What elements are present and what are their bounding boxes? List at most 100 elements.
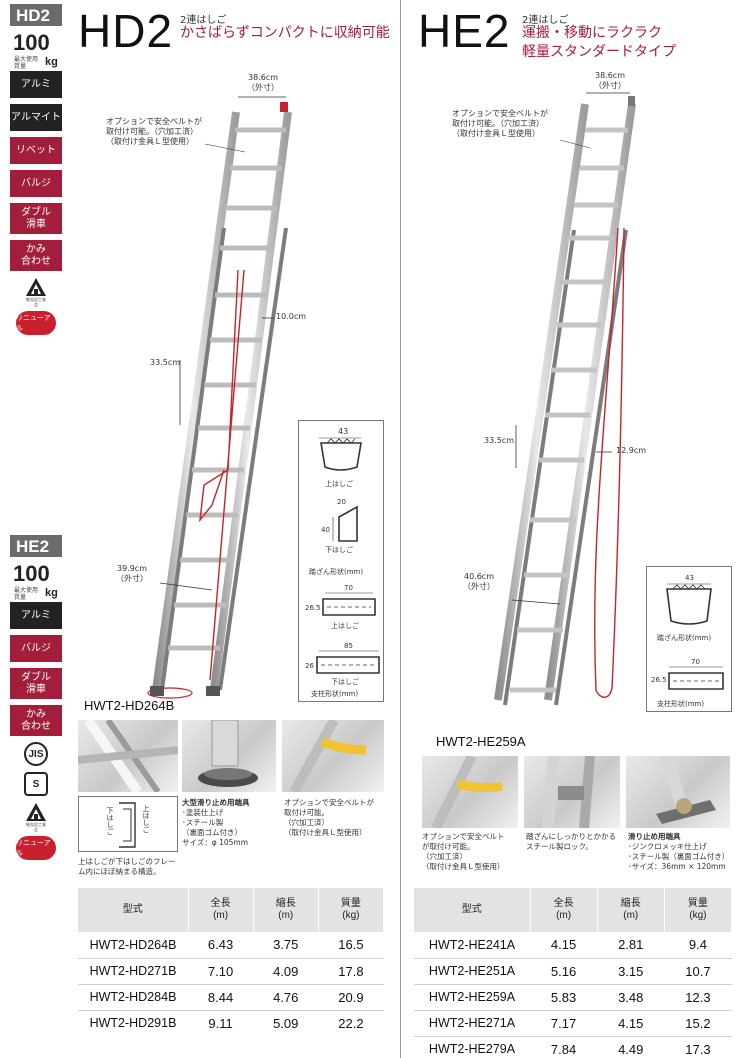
he2-badge: HE2 <box>10 535 62 557</box>
length-cell: 9.11 <box>208 1015 233 1031</box>
hd2-tag-bulge: バルジ <box>10 170 62 197</box>
hd2-col-length: 全長 (m) <box>188 888 254 932</box>
short-length-cell: 2.81 <box>597 932 665 959</box>
he2-rail-w: 70 <box>691 658 700 666</box>
weight-cell: 10.7 <box>664 958 732 985</box>
length-cell: 7.10 <box>188 958 254 985</box>
frame-sketch-lines <box>119 802 136 848</box>
hd2-upper-label: 上はしご <box>325 480 353 488</box>
hd2-spec-table: 型式 全長 (m) 縮長 (m) 質量 (kg) HWT2-HD264B 6.4… <box>78 888 385 1036</box>
he2-col-short-length: 縮長 (m) <box>597 888 665 932</box>
he2-max-load-value: 100 <box>13 561 50 586</box>
table-row: HWT2-HE271A 7.17 4.15 15.2 <box>414 1010 732 1037</box>
he2-photo3-caption: ･ジンクロメッキ仕上げ ･スチール製（裏面ゴム付き） ･サイズ：36mm × 1… <box>628 842 730 871</box>
certification-logo-icon <box>26 278 46 296</box>
hd2-cert-text: 軽仮設工業会 <box>26 297 46 307</box>
he2-profile-diagram: 43 踏ざん形状(mm) 70 26.5 支柱形状(mm) <box>646 566 732 712</box>
hd2-rail-lower-h: 26 <box>305 662 314 670</box>
profile-shapes <box>316 437 380 674</box>
hd2-dim-side: 10.0cm <box>276 312 307 321</box>
model-cell: HWT2-HE271A <box>414 1010 530 1037</box>
hd2-frame-label-upper: 上はしご <box>142 805 150 833</box>
he2-sidebar: HE2 100 最大使用 質量 kg アルミ バルジ ダブル 滑車 かみ 合わせ… <box>10 535 62 860</box>
lock-detail-image <box>542 756 595 828</box>
weight-cell: 22.2 <box>338 1015 364 1031</box>
he2-photo2-caption: 踏ざんにしっかりとかかる スチール製ロック。 <box>526 832 616 851</box>
table-row: HWT2-HD291B 9.11 5.09 22.2 <box>78 1010 384 1036</box>
length-cell: 5.83 <box>530 984 598 1011</box>
length-cell: 6.43 <box>188 932 254 959</box>
hd2-photo-foot <box>182 720 276 792</box>
length-cell: 8.44 <box>188 984 254 1011</box>
hd2-col-model: 型式 <box>78 888 189 932</box>
he2-tag-interlock: かみ 合わせ <box>10 705 62 736</box>
short-length-cell: 3.48 <box>597 984 665 1011</box>
he2-dim-top: 38.6cm （外寸） <box>594 71 626 90</box>
model-cell: HWT2-HD271B <box>78 958 188 985</box>
hd2-lower-a: 20 <box>337 498 346 506</box>
model-cell: HWT2-HE259A <box>414 984 530 1011</box>
hd2-tag-interlock: かみ 合わせ <box>10 240 62 271</box>
length-cell: 7.84 <box>550 1041 577 1057</box>
he2-step-width: 43 <box>685 574 694 582</box>
length-cell: 5.16 <box>530 958 598 985</box>
hd2-tag-rivet: リベット <box>10 137 62 164</box>
he2-dim-pitch: 33.5cm <box>484 436 515 445</box>
he2-dim-bottom: 40.6cm （外寸） <box>463 572 495 591</box>
column-divider <box>400 0 401 1058</box>
he2-tag-bulge: バルジ <box>10 635 62 662</box>
jis-mark-icon: JIS <box>24 742 48 766</box>
hd2-ladder <box>147 96 292 699</box>
he2-profile-shapes <box>666 583 724 690</box>
hd2-col-weight: 質量 (kg) <box>318 888 385 932</box>
he2-col-weight: 質量 (kg) <box>664 888 733 932</box>
hd2-frame-label-lower: 下はしご <box>106 807 114 835</box>
hd2-lower-label: 下はしご <box>325 546 353 554</box>
weight-cell: 16.5 <box>318 932 384 959</box>
table-row: HWT2-HD264B 6.43 3.75 16.5 <box>78 932 384 959</box>
short-length-cell: 4.09 <box>253 958 319 985</box>
belt-detail-image <box>289 720 367 792</box>
hd2-tag-alumite: アルマイト <box>10 104 62 131</box>
short-length-cell: 5.09 <box>273 1015 299 1031</box>
table-row: HWT2-HE251A 5.16 3.15 10.7 <box>414 958 732 985</box>
hd2-max-load-label: 最大使用 質量 <box>14 56 39 70</box>
he2-option-note: オプションで安全ベルトが 取付け可能。（穴加工済） （取付け金具Ｌ型使用） <box>452 109 548 138</box>
hd2-lower-b: 40 <box>321 526 330 534</box>
he2-model-title: HE2 <box>418 5 511 57</box>
hd2-tag-double-pulley: ダブル 滑車 <box>10 203 62 234</box>
hd2-photo3-caption: オプションで安全ベルトが 取付け可能。 （穴加工済） （取付け金具Ｌ型使用） <box>284 798 374 837</box>
weight-cell: 17.8 <box>318 958 384 985</box>
hd2-max-load: 100 最大使用 質量 kg <box>10 30 62 71</box>
he2-photo3-caption-title: 滑り止め用端具 <box>628 832 681 841</box>
hd2-subtitle-small: 2連はしご <box>180 15 227 26</box>
weight-cell: 20.9 <box>318 984 384 1011</box>
he2-table-header-row: 型式 全長 (m) 縮長 (m) 質量 (kg) <box>414 888 733 932</box>
hd2-tag-aluminum: アルミ <box>10 71 62 98</box>
he2-max-load-label: 最大使用 質量 <box>14 587 39 601</box>
he2-dim-side: 12.9cm <box>616 446 647 455</box>
hd2-frame-sketch: 上はしご 下はしご <box>78 796 178 852</box>
he2-foot-detail-image <box>656 756 716 824</box>
he2-subtitle-big: 運搬・移動にラクラク 軽量スタンダードタイプ <box>522 25 676 60</box>
he2-renewal-badge: リニューアル <box>16 836 56 860</box>
frame-detail-image <box>78 720 178 792</box>
hd2-col-short-length: 縮長 (m) <box>253 888 319 932</box>
he2-subtitle-small: 2連はしご <box>522 15 569 26</box>
he2-photo-foot <box>626 756 730 828</box>
model-cell: HWT2-HE251A <box>414 958 530 985</box>
model-cell: HWT2-HD264B <box>78 932 188 959</box>
he2-ladder <box>494 92 636 706</box>
he2-photo-belt <box>422 756 518 828</box>
hd2-rail-upper-w: 70 <box>344 584 353 592</box>
he2-product-name: HWT2-HE259A <box>436 734 526 749</box>
hd2-photo2-caption: ･塗装仕上げ ･スチール製 （裏面ゴム付き） サイズ：φ 105mm <box>182 808 249 847</box>
hd2-step-label: 踏ざん形状(mm) <box>309 568 364 576</box>
certification-logo-icon <box>26 803 46 821</box>
hd2-rail-upper-label: 上はしご <box>331 622 359 630</box>
s-mark-icon: S <box>24 772 48 796</box>
foot-detail-image <box>198 720 258 787</box>
table-row: HWT2-HE259A 5.83 3.48 12.3 <box>414 984 732 1011</box>
short-length-cell: 4.49 <box>618 1041 644 1057</box>
